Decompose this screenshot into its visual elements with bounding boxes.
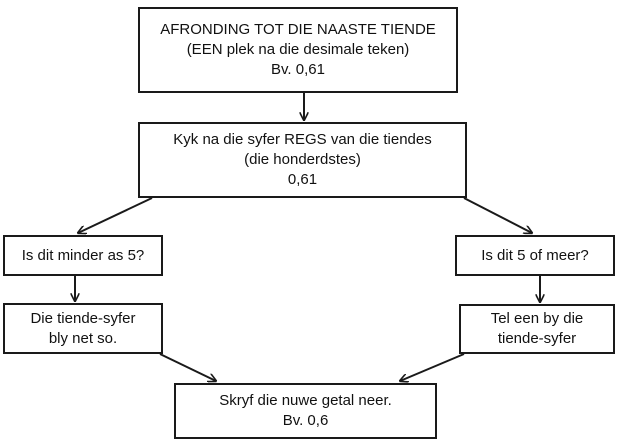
look-right-box-line-1: Kyk na die syfer REGS van die tiendes <box>173 131 432 148</box>
write-new-box: Skryf die nuwe getal neer. Bv. 0,6 <box>174 383 437 439</box>
start-box-line-1: AFRONDING TOT DIE NAASTE TIENDE <box>160 21 436 38</box>
arrow-look-right-to-five-or-more <box>463 197 532 233</box>
add-one-box: Tel een by die tiende-syfer <box>459 304 615 354</box>
arrow-stays-same-to-write-new <box>159 353 216 381</box>
start-box-line-2: (EEN plek na die desimale teken) <box>186 41 410 58</box>
less-than-five-box: Is dit minder as 5? <box>3 235 163 276</box>
arrow-add-one-to-write-new <box>400 353 465 381</box>
write-new-box-line-1: Skryf die nuwe getal neer. <box>219 392 392 409</box>
less-than-five-box-line-1: Is dit minder as 5? <box>21 246 145 264</box>
add-one-box-line-2: tiende-syfer <box>497 330 577 347</box>
write-new-box-line-2: Bv. 0,6 <box>282 412 329 429</box>
start-box: AFRONDING TOT DIE NAASTE TIENDE (EEN ple… <box>138 7 458 93</box>
start-box-line-3: Bv. 0,61 <box>271 61 325 78</box>
arrow-look-right-to-less-than-five <box>78 197 153 233</box>
look-right-box-line-3: 0,61 <box>287 171 318 188</box>
look-right-box-line-2: (die honderdstes) <box>244 151 361 168</box>
five-or-more-box: Is dit 5 of meer? <box>455 235 615 276</box>
stays-same-box: Die tiende-syfer bly net so. <box>3 303 163 354</box>
stays-same-box-line-2: bly net so. <box>48 329 118 347</box>
five-or-more-box-line-1: Is dit 5 of meer? <box>481 246 589 264</box>
stays-same-box-line-1: Die tiende-syfer <box>30 309 136 327</box>
add-one-box-line-1: Tel een by die <box>490 310 584 327</box>
look-right-box: Kyk na die syfer REGS van die tiendes (d… <box>138 122 467 198</box>
